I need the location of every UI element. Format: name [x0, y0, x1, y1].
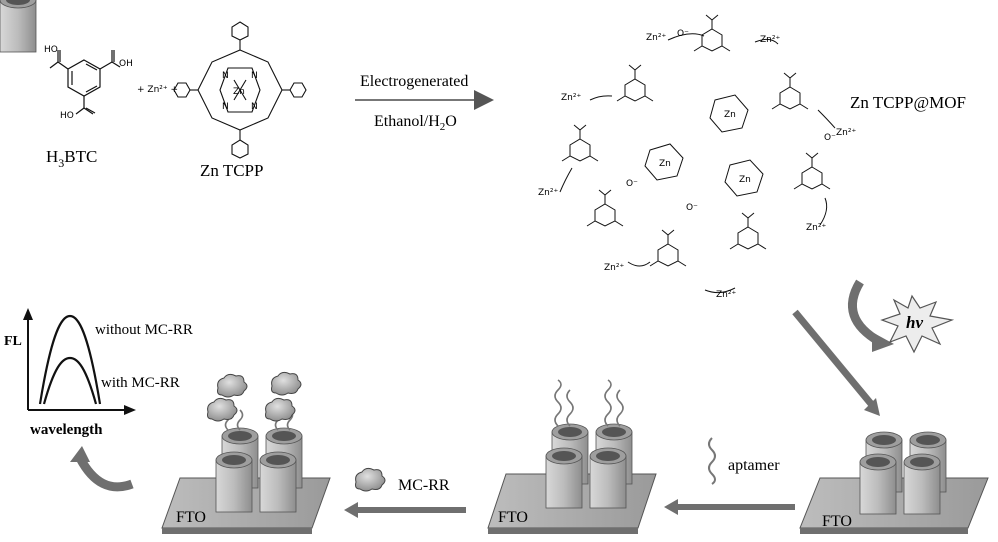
fl-curve-top-label: without MC-RR	[95, 322, 193, 338]
porphyrin-zn-3: Zn	[739, 175, 751, 185]
carboxylate-4: O⁻	[824, 133, 836, 143]
step-arrow-aptamer-head	[664, 499, 678, 515]
btc-oh-bottom: HO	[60, 111, 74, 121]
zn-ion-7: Zn²⁺	[604, 263, 624, 273]
mof-linkers	[560, 15, 835, 293]
fl-y-label: FL	[4, 334, 22, 349]
zn-ion-1: Zn²⁺	[646, 33, 666, 43]
product-label: Zn TCPP@MOF	[850, 93, 966, 112]
tcpp-n-3: N	[222, 102, 229, 112]
zn-ion-3: Zn²⁺	[561, 93, 581, 103]
plus-zn-ion: + Zn²⁺ +	[137, 85, 178, 95]
readout-curved-arrow	[80, 458, 132, 487]
fl-x-axis-head	[124, 405, 136, 415]
reaction-condition-top: Electrogenerated	[360, 73, 468, 90]
mcrr-label: MC-RR	[398, 477, 450, 494]
porphyrin-zn-2: Zn	[659, 159, 671, 169]
btc-oh-top-right: OH	[119, 59, 133, 69]
reaction-condition-bottom: Ethanol/H2O	[374, 113, 457, 133]
readout-arrow-head	[70, 446, 90, 462]
btc-oh-top-left: HO	[44, 45, 58, 55]
carboxylate-1: O⁻	[677, 29, 689, 39]
light-curved-arrow	[852, 282, 880, 342]
light-label: hν	[906, 313, 923, 332]
h3btc-structure	[50, 50, 120, 114]
zn-ion-2: Zn²⁺	[760, 35, 780, 45]
aptamer-icon	[709, 438, 715, 484]
substrate-label-1: FTO	[822, 513, 852, 530]
fl-y-axis-head	[23, 308, 33, 320]
tcpp-n-2: N	[251, 71, 258, 81]
fl-curve-bottom-label: with MC-RR	[101, 375, 180, 391]
zn-ion-6: Zn²⁺	[806, 223, 826, 233]
tcpp-n-1: N	[222, 71, 229, 81]
carboxylate-2: O⁻	[686, 203, 698, 213]
electrode-mof	[0, 0, 988, 534]
zn-ion-8: Zn²⁺	[716, 290, 736, 300]
mcrr-molecule-icon	[356, 468, 386, 491]
zn-ion-4: Zn²⁺	[836, 128, 856, 138]
substrate-label-3: FTO	[176, 509, 206, 526]
zn-tcpp-label: Zn TCPP	[200, 161, 263, 180]
porphyrin-zn-1: Zn	[724, 110, 736, 120]
mof-annotations: Zn²⁺ Zn²⁺ Zn²⁺ Zn²⁺ Zn²⁺ Zn²⁺ Zn²⁺ Zn²⁺ …	[538, 29, 856, 300]
tcpp-zn-center: Zn	[233, 87, 245, 97]
curve-with-mcrr	[44, 358, 96, 404]
step-arrow-mcrr-head	[344, 502, 358, 518]
tcpp-n-4: N	[251, 102, 258, 112]
fl-x-label: wavelength	[30, 422, 103, 438]
zn-ion-5: Zn²⁺	[538, 188, 558, 198]
carboxylate-3: O⁻	[626, 179, 638, 189]
aptamer-label: aptamer	[728, 457, 780, 474]
substrate-label-2: FTO	[498, 509, 528, 526]
h3btc-label: H3BTC	[46, 147, 97, 170]
